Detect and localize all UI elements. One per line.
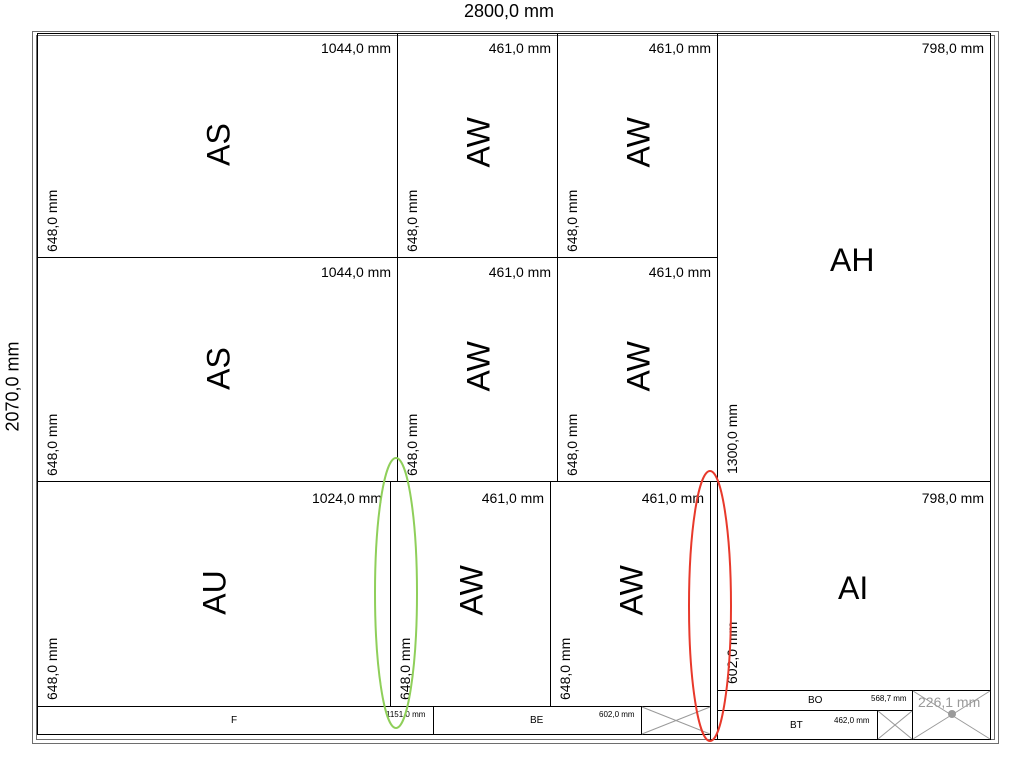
panel-width-label: 461,0 mm (488, 264, 551, 280)
strip-code: F (231, 715, 238, 726)
offcut-width-label: 226,1 mm (918, 694, 981, 710)
panel-width-label: 798,0 mm (921, 490, 984, 506)
strip-width-label: 568,7 mm (871, 694, 907, 703)
strip-code: BO (808, 695, 823, 706)
waste-cross-bt (877, 710, 913, 740)
strip-code: BT (790, 720, 803, 731)
panel-code: AH (830, 242, 875, 278)
strip-code: BE (530, 715, 544, 726)
panel-width-label: 461,0 mm (648, 40, 711, 56)
overall-width-label: 2800,0 mm (464, 1, 555, 21)
panel-width-label: 461,0 mm (641, 490, 704, 506)
panel-code: AI (838, 570, 869, 606)
green-highlight-ellipse (374, 457, 418, 729)
panel-width-label: 798,0 mm (921, 40, 984, 56)
strip-width-label: 462,0 mm (834, 716, 870, 725)
panel-width-label: 461,0 mm (481, 490, 544, 506)
offcut-center-dot (948, 710, 956, 718)
red-highlight-ellipse (688, 470, 732, 742)
sheet-outer-frame (32, 31, 999, 744)
waste-area-be (641, 706, 711, 735)
panel-width-label: 461,0 mm (488, 40, 551, 56)
strip-width-label: 602,0 mm (599, 710, 635, 719)
panel-width-label: 1044,0 mm (320, 264, 391, 280)
offcut-area: 226,1 mm (912, 690, 991, 740)
panel-width-label: 1044,0 mm (320, 40, 391, 56)
panel-width-label: 461,0 mm (648, 264, 711, 280)
panel-width-label: 1024,0 mm (311, 490, 382, 506)
waste-cross-be (641, 706, 711, 735)
